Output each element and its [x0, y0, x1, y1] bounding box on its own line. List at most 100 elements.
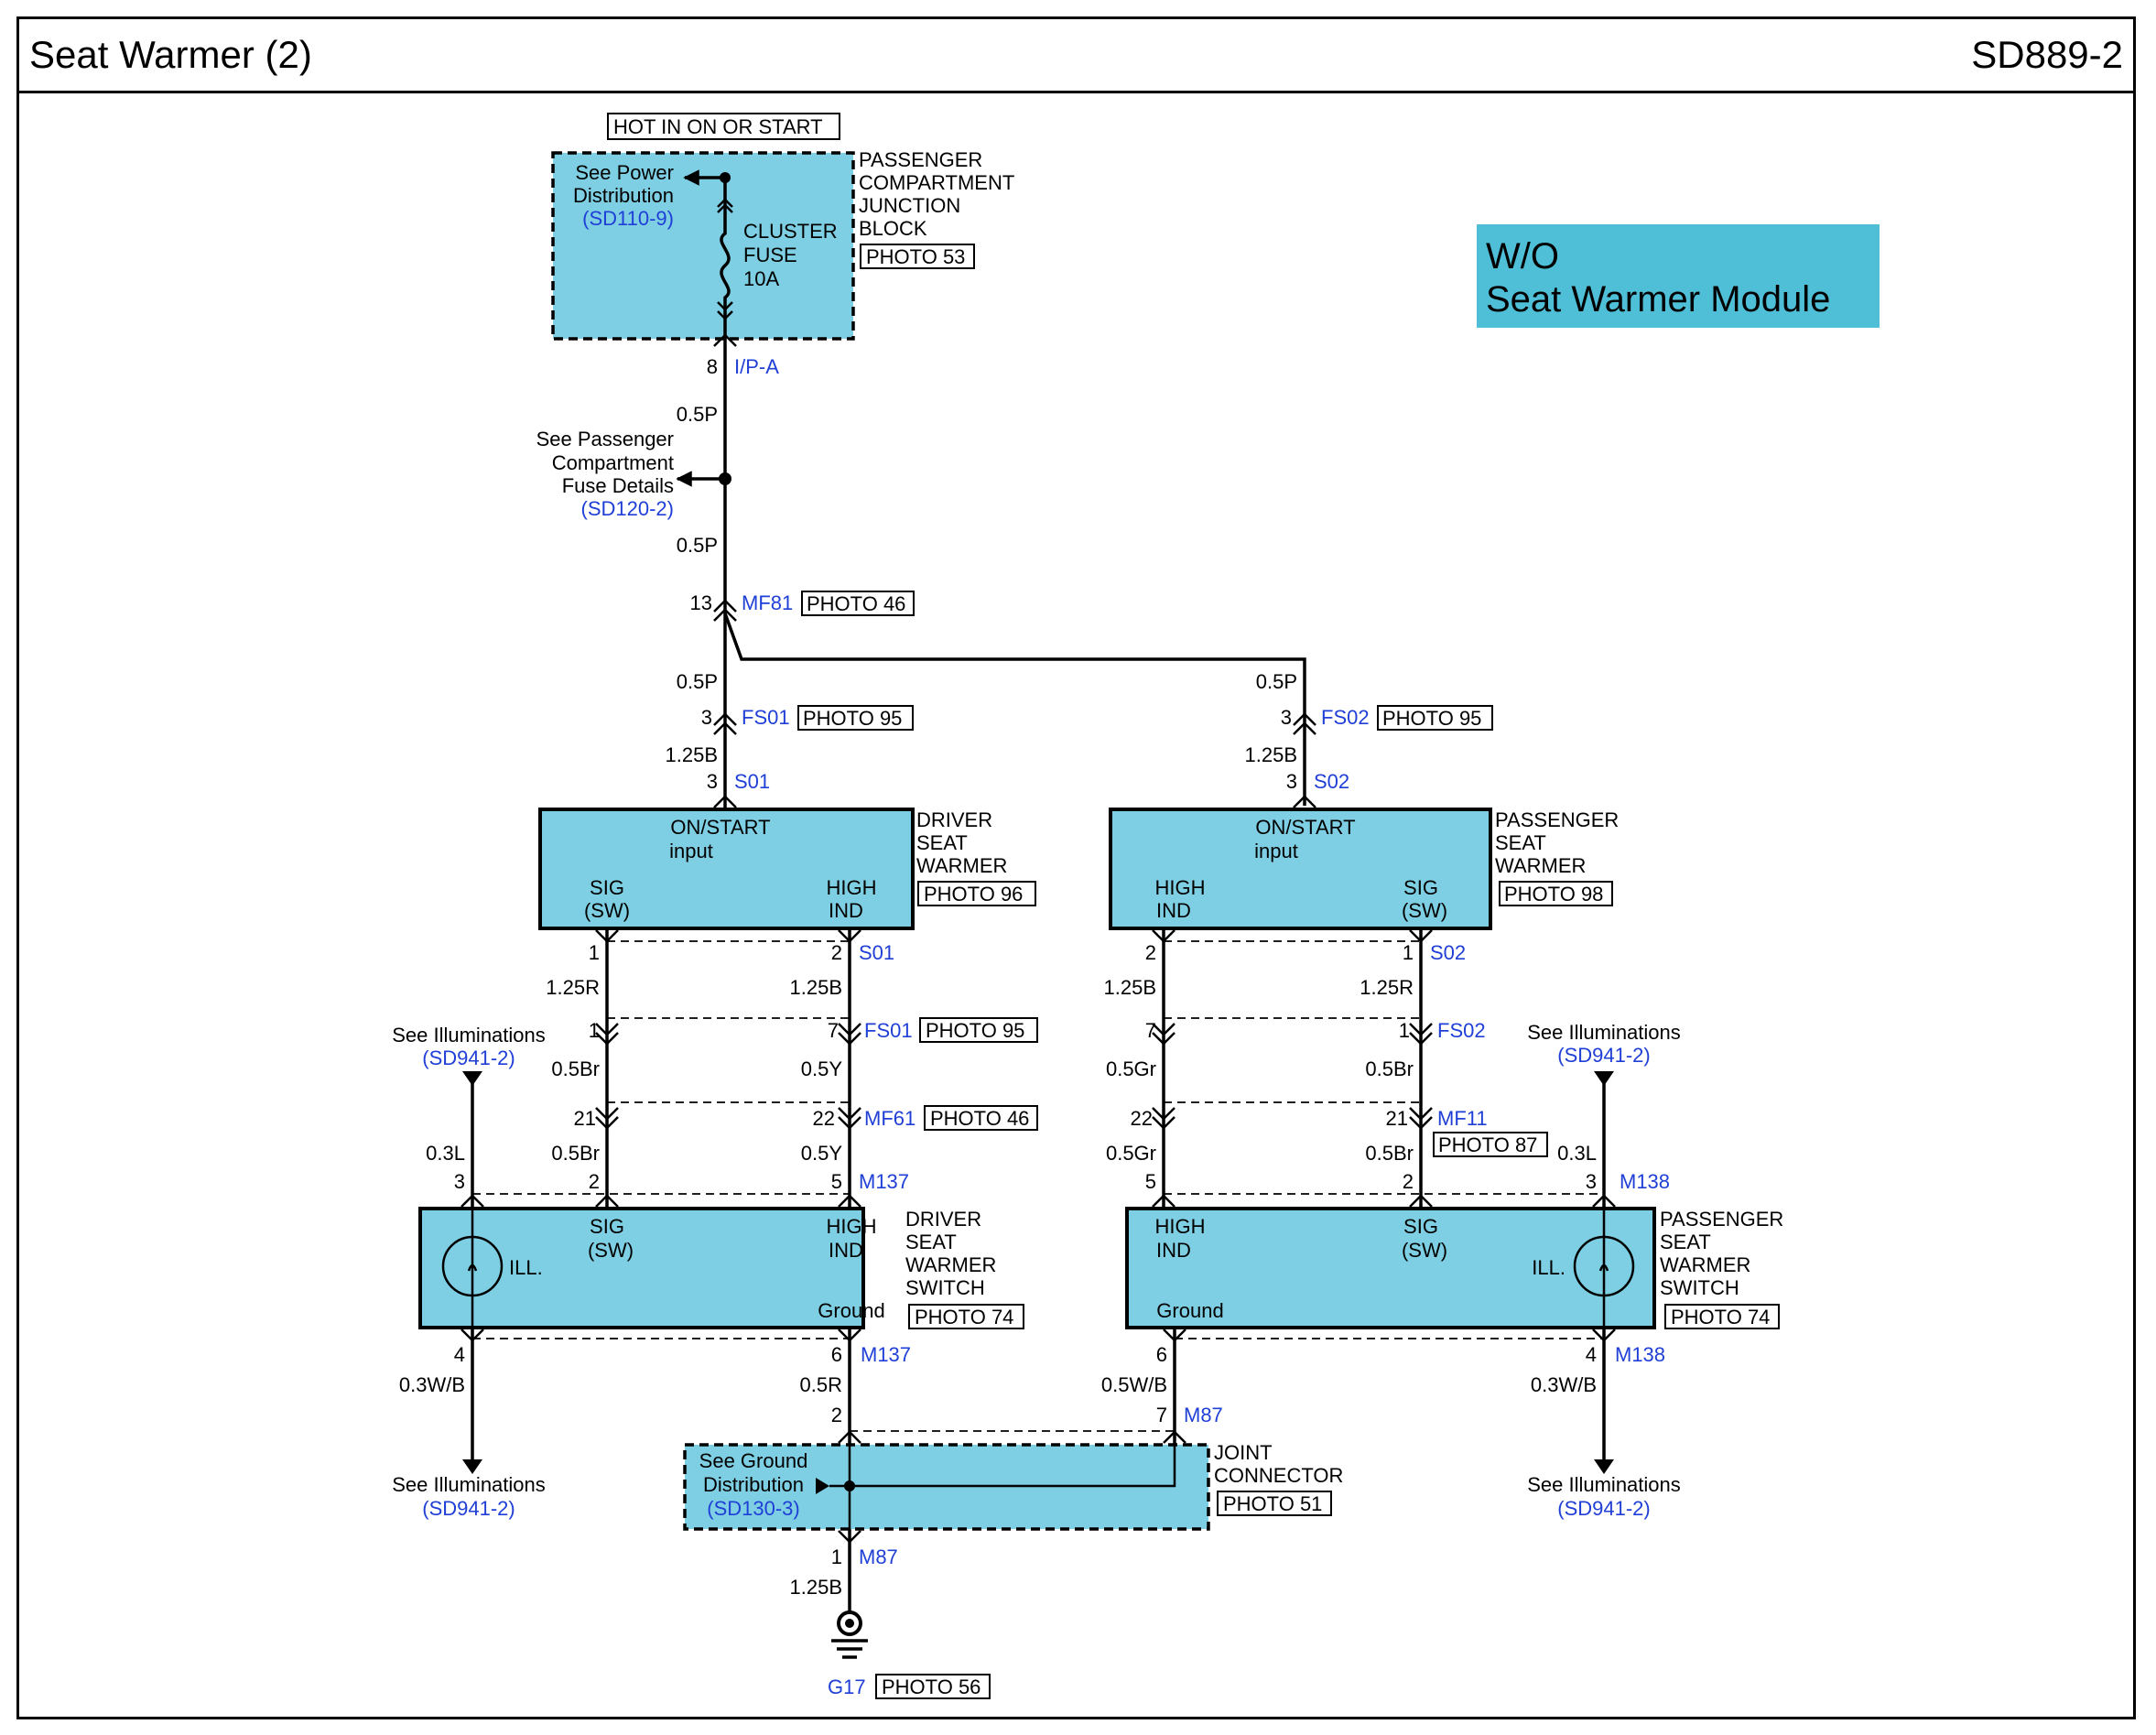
ps-name-3: WARMER — [1660, 1253, 1750, 1276]
ground-photo-box — [875, 1674, 991, 1699]
psw-input-1: ON/START — [1255, 816, 1355, 839]
dr-s01: S01 — [859, 941, 894, 964]
wire-125b-1: 1.25B — [666, 743, 719, 766]
jb-name-2: COMPARTMENT — [859, 171, 1014, 194]
joint-photo-box — [1217, 1491, 1332, 1516]
pl-w1: 1.25B — [1104, 976, 1157, 999]
mf81-photo-box — [801, 591, 915, 616]
pl-s02-pin: 2 — [1145, 941, 1156, 964]
dsw-high-2: IND — [829, 899, 863, 922]
illum-db-text: See Illuminations — [392, 1473, 546, 1496]
driver-seat-warmer — [538, 808, 915, 930]
pr-w2: 0.5Br — [1365, 1057, 1414, 1080]
wire-05p-4: 0.5P — [1256, 670, 1297, 693]
ps-ill: ILL. — [1532, 1256, 1566, 1279]
db-ill-wire: 0.3W/B — [399, 1373, 465, 1396]
pb-ill-wire: 0.3W/B — [1531, 1373, 1597, 1396]
joint-out-wire: 1.25B — [790, 1576, 843, 1599]
pr-w3: 0.5Br — [1365, 1142, 1414, 1165]
ground-name: G17 — [828, 1675, 866, 1698]
mf81-conn: MF81 — [742, 591, 793, 614]
illum-pb-text: See Illuminations — [1527, 1473, 1681, 1496]
fs02-top-conn: FS02 — [1321, 706, 1370, 729]
pr-fs02: FS02 — [1437, 1019, 1486, 1042]
ds-name-3: WARMER — [905, 1253, 996, 1276]
mf-pin-glyphs — [595, 1107, 1433, 1130]
joint-out-conn: M87 — [859, 1545, 898, 1568]
pr-mf11-photo-box — [1433, 1132, 1548, 1157]
pr-mf11: MF11 — [1437, 1107, 1488, 1130]
pr-w1: 1.25R — [1360, 976, 1414, 999]
pb-ill-pin: 4 — [1586, 1343, 1597, 1366]
mf81-pin: 13 — [690, 591, 712, 614]
pb-joint-pin: 7 — [1156, 1404, 1167, 1426]
warmer-bottom-pins — [595, 929, 1433, 943]
illum-db-ref: (SD941-2) — [422, 1497, 515, 1520]
ds-high-2: IND — [829, 1239, 863, 1262]
pl-mf11-pin: 22 — [1131, 1107, 1153, 1130]
dr-fs01-photo-box — [919, 1017, 1038, 1043]
ps-high-1: HIGH — [1155, 1215, 1206, 1238]
fuse-details-3: Fuse Details — [562, 474, 674, 497]
jb-name-3: JUNCTION — [859, 194, 960, 217]
illum-dt-ref: (SD941-2) — [422, 1046, 515, 1069]
fuse-label-2: FUSE — [743, 244, 797, 266]
pr-s02: S02 — [1430, 941, 1466, 964]
pl-fs02-pin: 7 — [1145, 1019, 1156, 1042]
jb-photo: PHOTO 53 — [866, 245, 965, 268]
joint-name-2: CONNECTOR — [1214, 1464, 1343, 1487]
s01-top-conn: S01 — [734, 770, 770, 793]
connector-shells — [472, 940, 1604, 1432]
psw-name-1: PASSENGER — [1495, 808, 1619, 831]
dr-fs01-photo: PHOTO 95 — [926, 1019, 1024, 1042]
dl-w1: 1.25R — [546, 976, 600, 999]
pr-m138-pin: 2 — [1403, 1170, 1414, 1193]
ds-photo-box — [908, 1304, 1024, 1329]
ps-photo: PHOTO 74 — [1671, 1306, 1770, 1328]
fs-pin-glyphs — [595, 1023, 1433, 1046]
page-code: SD889-2 — [1971, 33, 2123, 76]
s01-top-pin: 3 — [707, 770, 718, 793]
joint-out-pin: 1 — [831, 1545, 842, 1568]
ipa-pin: 8 — [707, 355, 718, 378]
dr-m137-pin: 5 — [831, 1170, 842, 1193]
ps-name-1: PASSENGER — [1660, 1208, 1783, 1231]
dr-fs01: FS01 — [864, 1019, 913, 1042]
dr-mf61: MF61 — [864, 1107, 915, 1130]
illum-dt-wire: 0.3L — [426, 1142, 465, 1165]
s02-top-conn: S02 — [1314, 770, 1349, 793]
wire-05p-3: 0.5P — [677, 670, 718, 693]
db-conn: M137 — [861, 1343, 911, 1366]
passenger-seat-warmer — [1109, 808, 1492, 930]
ground-icon-center — [845, 1619, 854, 1628]
passenger-branch — [723, 613, 1306, 806]
joint-see-arrow-icon — [816, 1478, 829, 1494]
illum-pb-ref: (SD941-2) — [1557, 1497, 1650, 1520]
psw-input-2: input — [1254, 840, 1298, 862]
switch-top-pins — [460, 1194, 1616, 1208]
junction-block — [551, 151, 855, 341]
pr-fs02-pin: 1 — [1399, 1019, 1410, 1042]
hot-label-box — [607, 113, 840, 140]
joint-photo: PHOTO 51 — [1223, 1492, 1322, 1515]
fs01-top-photo-box — [797, 705, 914, 731]
ps-high-2: IND — [1156, 1239, 1191, 1262]
ds-high-1: HIGH — [827, 1215, 877, 1238]
switch-bottom-pins — [460, 1328, 1616, 1342]
ps-sig-2: (SW) — [1402, 1239, 1447, 1262]
dr-s01-pin: 2 — [831, 941, 842, 964]
ds-name-4: SWITCH — [905, 1276, 985, 1299]
mf81-pin-icon — [713, 599, 737, 622]
illum-pt-ref: (SD941-2) — [1557, 1044, 1650, 1067]
psw-name-2: SEAT — [1495, 831, 1546, 854]
fs01-top-pin-icon — [713, 712, 737, 735]
dr-fs01-pin: 7 — [828, 1019, 839, 1042]
dl-mf61-pin: 21 — [574, 1107, 596, 1130]
joint-see-1: See Ground — [699, 1449, 808, 1472]
dsw-name-1: DRIVER — [916, 808, 992, 831]
dr-m137: M137 — [859, 1170, 909, 1193]
db-gnd-wire: 0.5R — [800, 1373, 842, 1396]
dsw-photo: PHOTO 96 — [924, 883, 1023, 905]
ground-bars — [831, 1639, 868, 1659]
